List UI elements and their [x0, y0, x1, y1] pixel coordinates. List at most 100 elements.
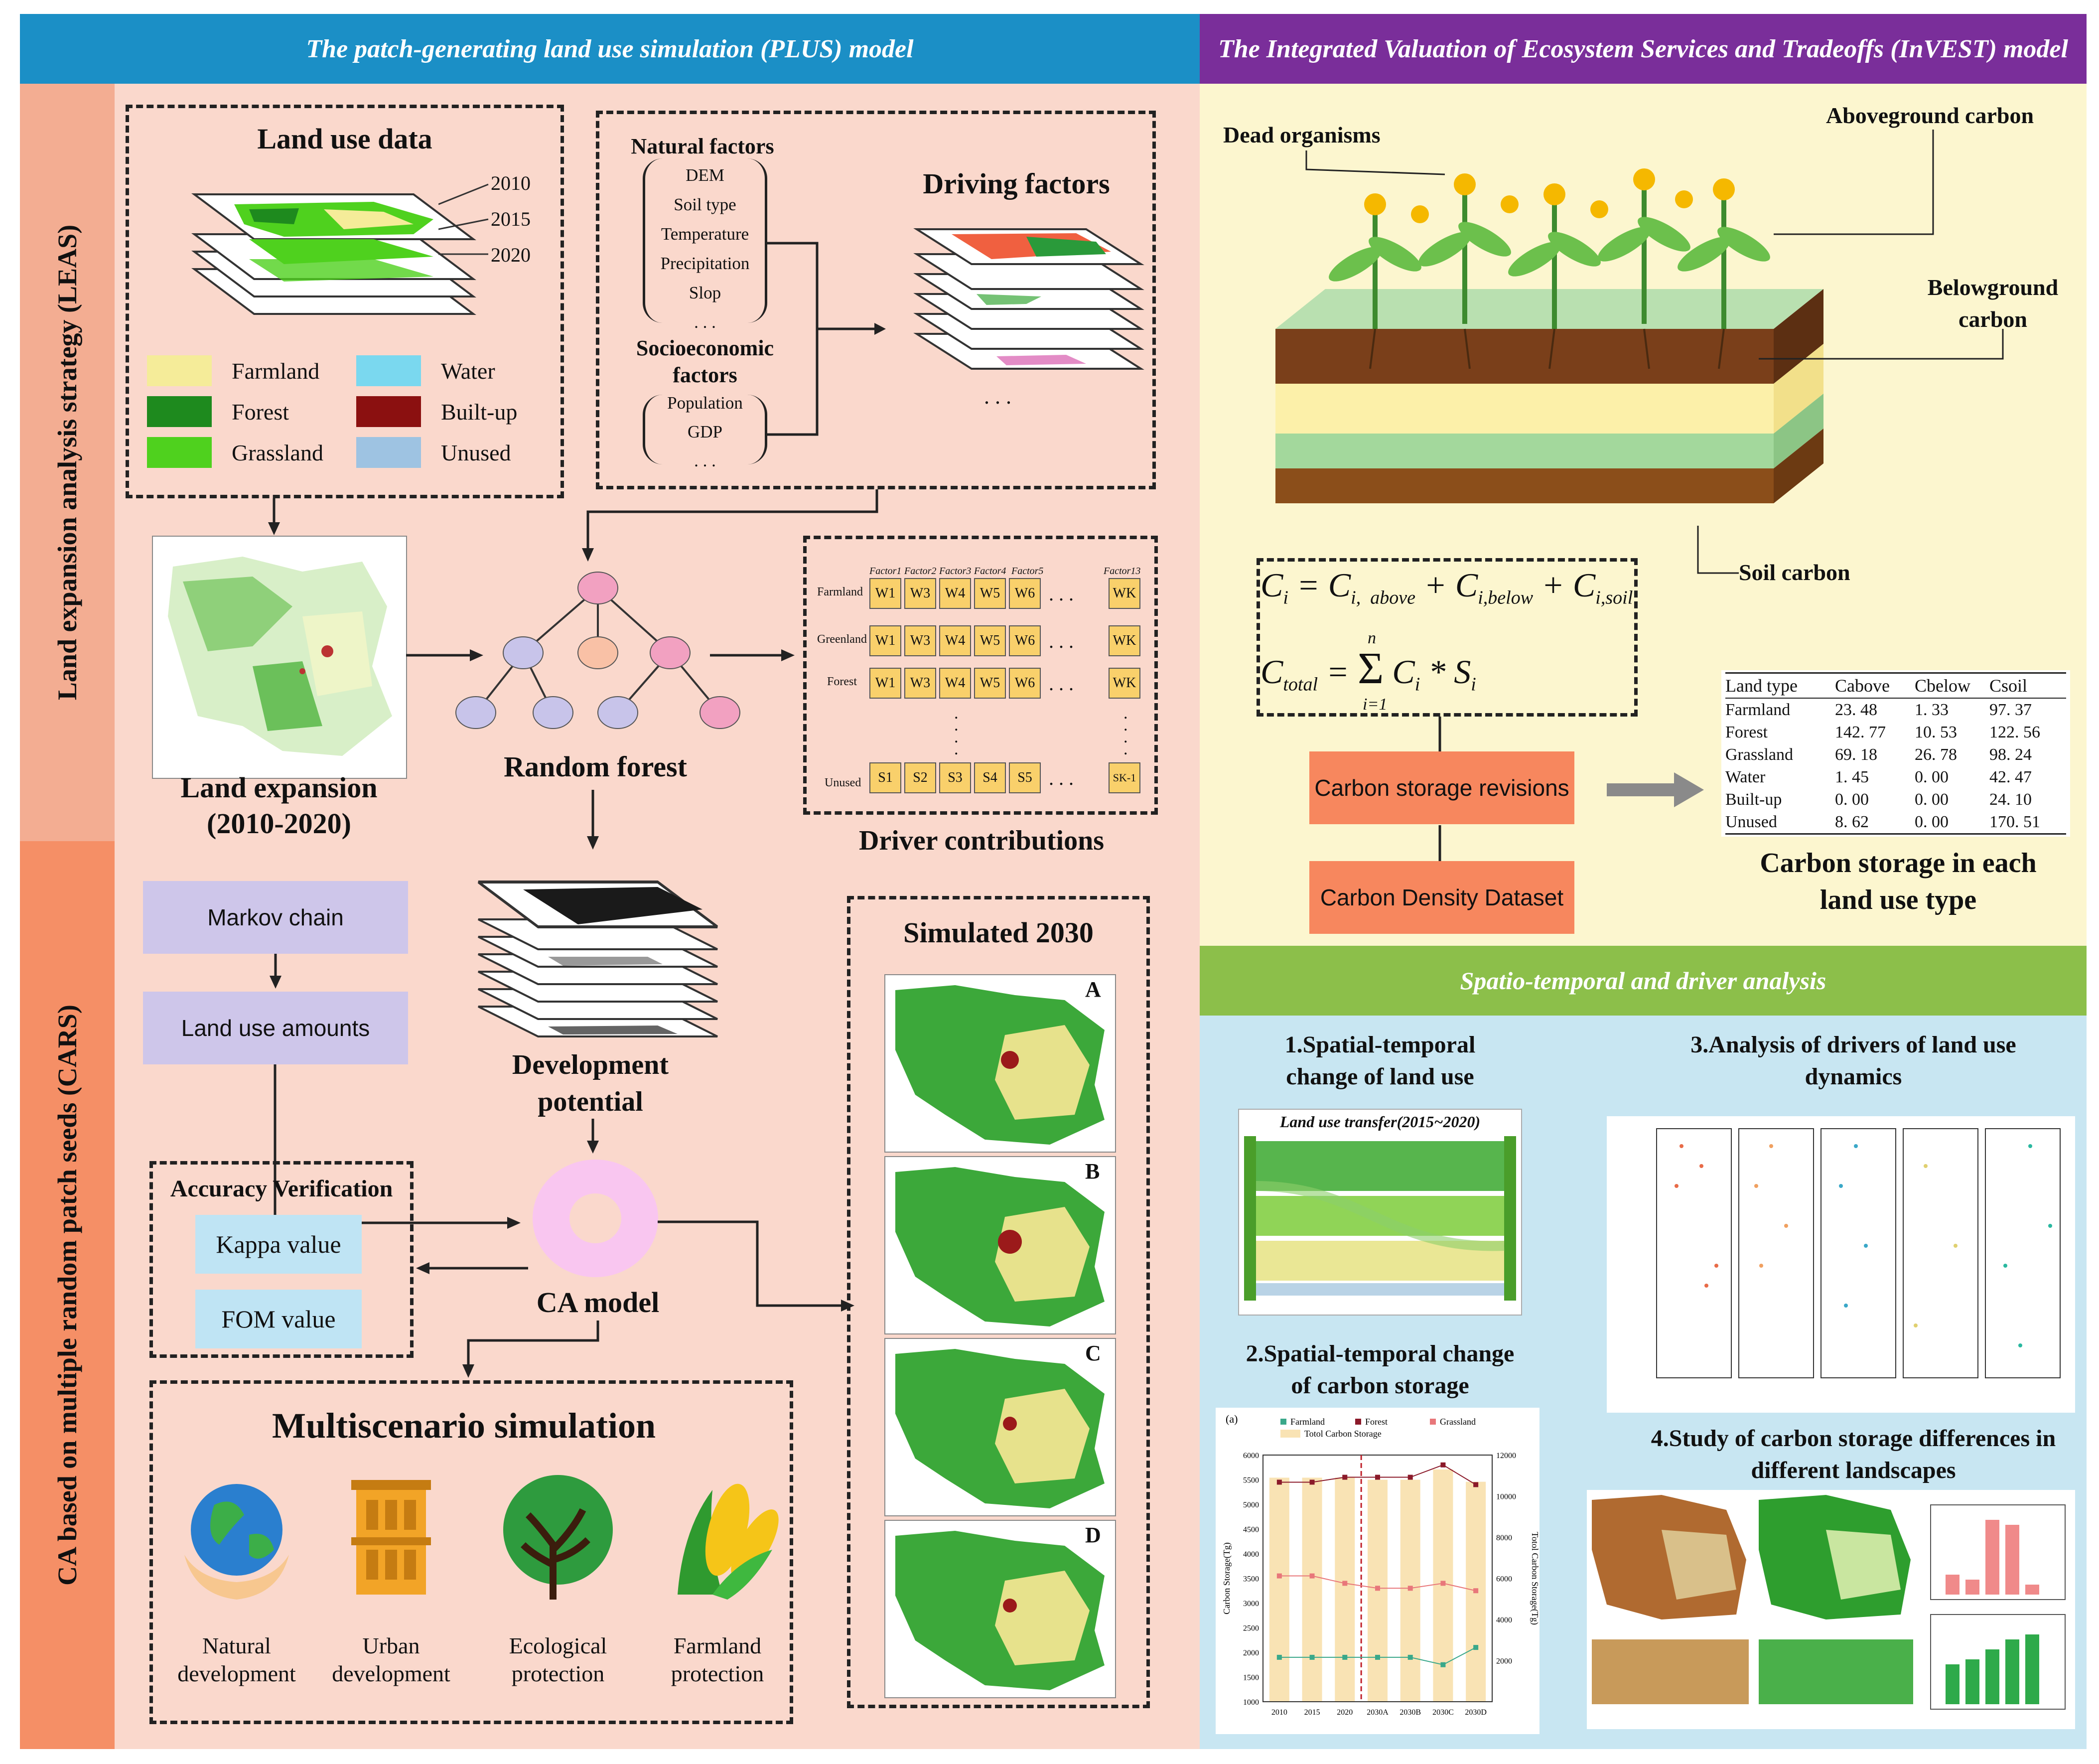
natural-item: . . . [694, 312, 716, 332]
connector-landuse-to-expansion [268, 498, 280, 535]
contrib-cell: W6 [1009, 625, 1041, 656]
simulated-label-d: D [1085, 1523, 1101, 1547]
series-point [1440, 1581, 1446, 1586]
factor-header-13: Factor13 [1104, 566, 1141, 577]
scenario-label: Ecological protection [509, 1633, 607, 1686]
series-point [1473, 1482, 1479, 1487]
table-cell: Unused [1725, 813, 1777, 831]
series-point [1342, 1654, 1348, 1660]
contrib-cell: W6 [1009, 578, 1041, 609]
legend-marker [1430, 1419, 1436, 1425]
contrib-cell: WK [1109, 578, 1140, 609]
table-cell: 10. 53 [1915, 723, 1957, 741]
table-header: Csoil [1989, 676, 2028, 696]
series-point [1276, 1573, 1282, 1579]
factor-header-3: Factor3 [939, 566, 972, 577]
carbon-total-bar [1335, 1477, 1355, 1702]
driver-analysis-chart [1607, 1116, 2075, 1413]
contrib-cell: W1 [869, 578, 901, 609]
carbon-total-bar [1269, 1477, 1289, 1702]
table-cell: 1. 45 [1835, 768, 1869, 786]
contrib-dots: . . . [1049, 583, 1074, 605]
table-cell: Built-up [1725, 790, 1782, 809]
multiscenario-box [149, 1380, 793, 1724]
simulated-map-b [884, 1156, 1116, 1334]
belowground-label: Belowground carbon [1927, 275, 2059, 332]
y-axis-label: Carbon Storage(Tg) [1222, 1542, 1232, 1614]
legend-swatch-builtup [356, 396, 421, 427]
series-point [1276, 1479, 1282, 1485]
development-potential-title: Development potential [512, 1049, 669, 1117]
contrib-cell: S4 [974, 762, 1006, 793]
table-cell: 0. 00 [1915, 768, 1949, 786]
analysis-s3-title: 3.Analysis of drivers of land use dynami… [1690, 1031, 2016, 1090]
y-tick-label: 4500 [1243, 1526, 1259, 1534]
formula-i1: i=1 [1363, 695, 1388, 714]
legend-label-unused: Unused [441, 440, 511, 465]
natural-item: Soil type [674, 195, 736, 214]
legend-label: Totol Carbon Storage [1304, 1429, 1382, 1439]
series-point [1342, 1474, 1348, 1480]
analysis-s4-title: 4.Study of carbon storage differences in… [1651, 1425, 2056, 1483]
connector-ca-to-multi [462, 1321, 599, 1378]
dead-organisms-leader [1305, 150, 1445, 175]
contrib-cell: W5 [974, 625, 1006, 656]
contrib-dots: . . . [1049, 672, 1074, 695]
contrib-cell: WK [1109, 668, 1140, 699]
y2-tick-label: 2000 [1496, 1657, 1512, 1666]
year-2010: 2010 [491, 172, 531, 194]
legend-swatch-water [356, 355, 421, 386]
arrow-rf-to-contrib [710, 649, 795, 661]
contrib-cell: W6 [1009, 668, 1041, 699]
table-cell: 98. 24 [1989, 745, 2032, 764]
carbon-storage-chart: (a)6000550050004500400035003000250020001… [1222, 1413, 1540, 1717]
dead-organisms-label: Dead organisms [1223, 122, 1381, 147]
contrib-cell: S1 [869, 762, 901, 793]
landscape-maps [1587, 1490, 2075, 1729]
x-tick-label: 2030D [1465, 1708, 1487, 1717]
y-tick-label: 1500 [1243, 1674, 1259, 1682]
legend-marker [1280, 1430, 1300, 1438]
socio-item: . . . [694, 451, 716, 470]
arrow-rf-to-potential [587, 790, 599, 850]
ca-model-ring [533, 1160, 658, 1277]
natural-factors-title: Natural factors [631, 134, 774, 158]
year-leader-lines [438, 183, 489, 255]
legend-swatch-forest [147, 396, 212, 427]
formula-n: n [1368, 629, 1376, 647]
driving-layers [913, 228, 1144, 370]
y-tick-label: 5000 [1243, 1501, 1259, 1509]
analysis-s2-title: 2.Spatial-temporal change of carbon stor… [1246, 1340, 1515, 1399]
legend-label-farmland: Farmland [232, 358, 320, 384]
table-cell: 0. 00 [1915, 790, 1949, 809]
table-cell: Farmland [1725, 701, 1791, 719]
table-cell: 23. 48 [1835, 701, 1877, 719]
carbon-density-dataset-box: Carbon Density Dataset [1309, 861, 1574, 934]
scenario-label: Natural development [177, 1633, 296, 1686]
land-use-data-box [126, 105, 564, 498]
y-tick-label: 5500 [1243, 1476, 1259, 1485]
land-use-transfer-chart: Land use transfer(2015~2020) [1238, 1109, 1522, 1316]
factor-connector [767, 242, 886, 436]
landscape-maps-graphics [1592, 1495, 2066, 1710]
legend-label-water: Water [441, 358, 495, 384]
development-potential-layers [478, 881, 718, 1037]
contrib-cell: WK [1109, 625, 1140, 656]
table-cell: 142. 77 [1835, 723, 1886, 741]
factor-header-1: Factor1 [869, 566, 902, 577]
contrib-vdots: .... [1123, 704, 1128, 758]
legend-label: Farmland [1290, 1417, 1325, 1427]
connector-drivers-to-rf [582, 489, 878, 562]
x-tick-label: 2030A [1367, 1708, 1389, 1717]
socio-item: Population [667, 393, 743, 413]
y-tick-label: 4000 [1243, 1550, 1259, 1559]
legend-swatch-grassland [147, 437, 212, 468]
socio-list: Population GDP . . . [643, 389, 767, 475]
plus-header: The patch-generating land use simulation… [20, 14, 1200, 84]
random-forest-title: Random forest [504, 750, 687, 783]
legend-swatch-unused [356, 437, 421, 468]
y2-tick-label: 6000 [1496, 1575, 1512, 1584]
legend-label-builtup: Built-up [441, 399, 518, 425]
series-point [1276, 1654, 1282, 1660]
